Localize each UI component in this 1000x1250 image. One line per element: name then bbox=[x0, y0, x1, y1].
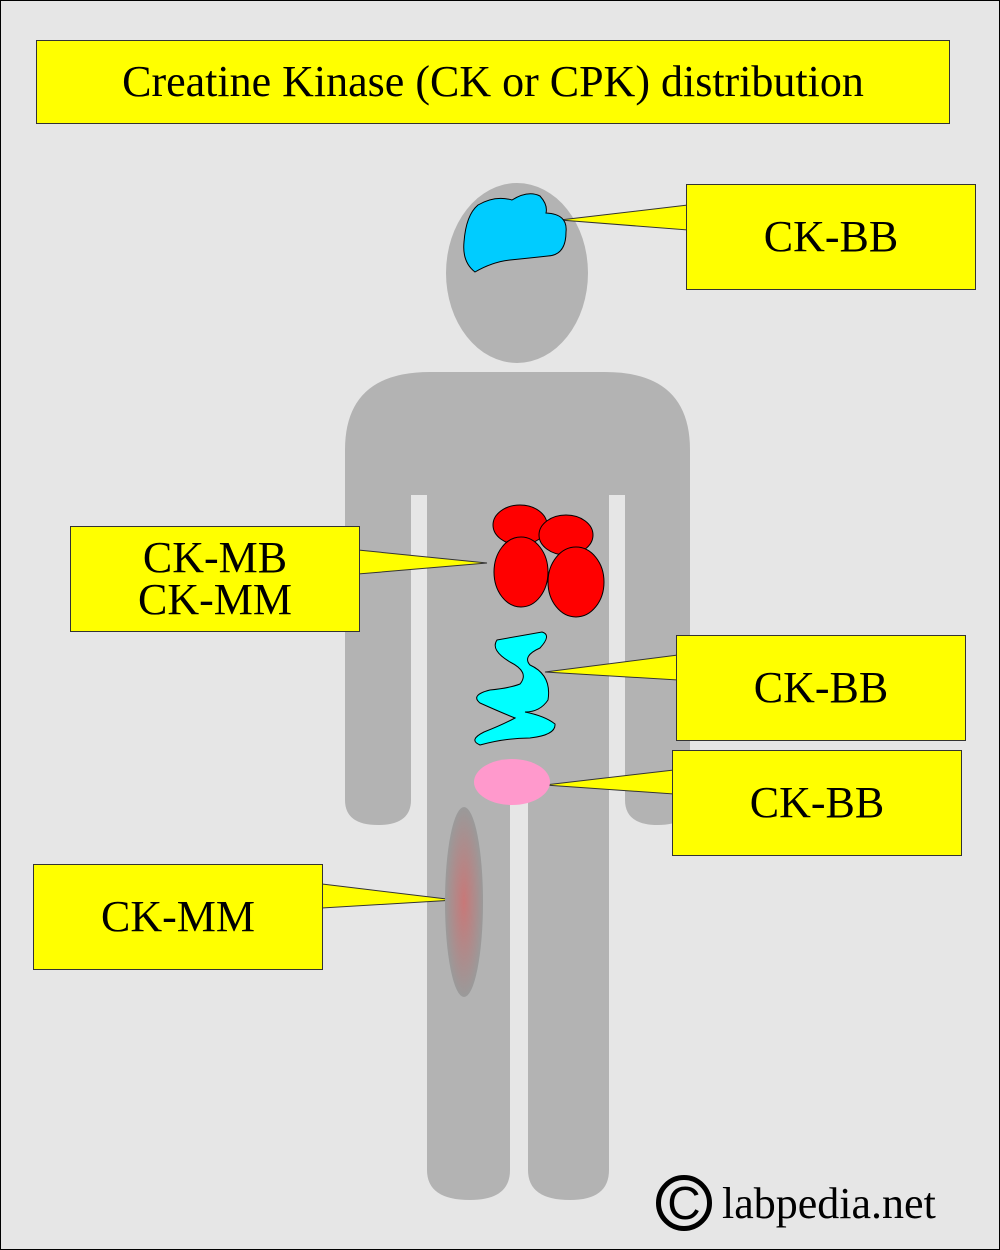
brain-pointer bbox=[559, 204, 689, 231]
copyright-text: labpedia.net bbox=[722, 1178, 936, 1228]
callout-heart-label-2: CK-MM bbox=[137, 575, 293, 624]
callout-intestine: CK-BB bbox=[676, 635, 966, 741]
copyright-watermark: C labpedia.net bbox=[656, 1175, 936, 1231]
copyright-icon: C bbox=[656, 1175, 712, 1231]
callout-heart-label-1: CK-MB bbox=[142, 533, 288, 582]
callout-muscle: CK-MM bbox=[33, 864, 323, 970]
callout-brain-label: CK-BB bbox=[763, 212, 899, 261]
callout-heart: CK-MB CK-MM bbox=[70, 526, 360, 632]
callout-muscle-label: CK-MM bbox=[100, 892, 256, 941]
bladder-shape bbox=[474, 759, 550, 805]
callout-bladder-label: CK-BB bbox=[749, 778, 885, 827]
thigh-muscle-shape bbox=[445, 807, 483, 997]
callout-intestine-label: CK-BB bbox=[753, 663, 889, 712]
callout-bladder: CK-BB bbox=[672, 750, 962, 856]
intestine-shape bbox=[474, 631, 556, 746]
heart-shapes bbox=[492, 504, 605, 618]
brain-shape bbox=[463, 193, 567, 273]
callout-brain: CK-BB bbox=[686, 184, 976, 290]
diagram-title: Creatine Kinase (CK or CPK) distribution bbox=[36, 40, 950, 124]
